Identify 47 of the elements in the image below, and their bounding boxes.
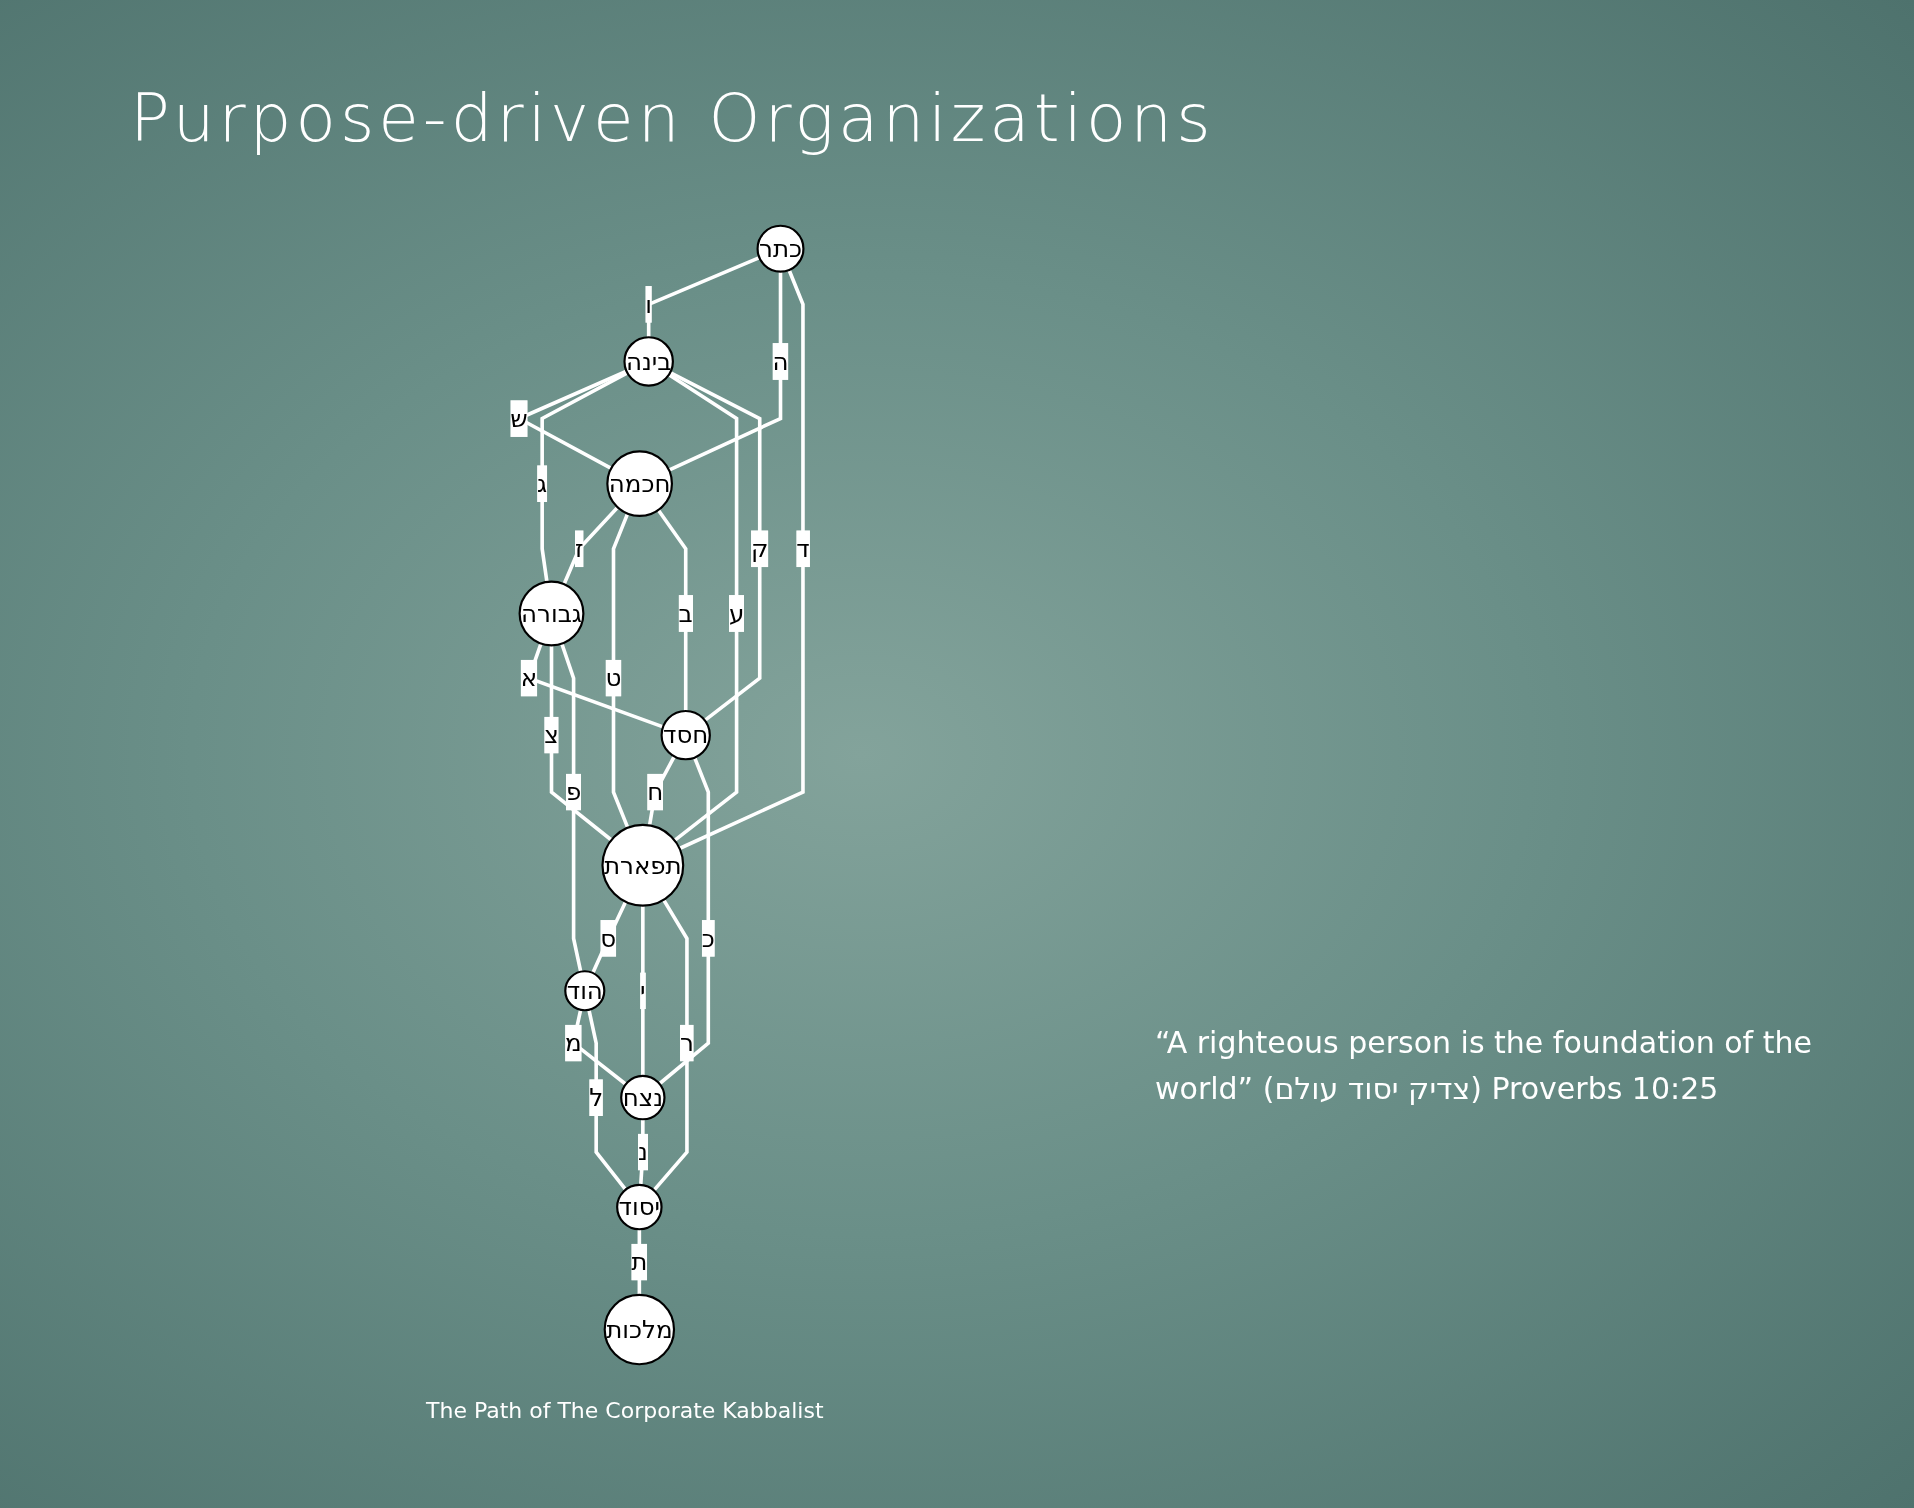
node-circle: תפארת xyxy=(601,823,685,907)
connector xyxy=(540,371,629,583)
node-circle: חסד xyxy=(660,709,711,761)
node-circle: כתר xyxy=(756,224,805,273)
connector xyxy=(658,756,711,1086)
edge-label: נ xyxy=(637,1137,648,1167)
connector xyxy=(611,512,630,829)
connector xyxy=(652,898,689,1192)
edge-label: א xyxy=(520,663,538,693)
edge-label: ג xyxy=(537,468,548,498)
quote-text: “A righteous person is the foundation of the world” (צדיק יסוד עולם) Proverbs 10:25 xyxy=(1155,1024,1813,1108)
caption: The Path of The Corporate Kabbalist xyxy=(426,1398,824,1423)
edge-label: ע xyxy=(728,598,745,628)
edge-label: פ xyxy=(565,777,582,807)
node-circle: גבורה xyxy=(518,580,585,647)
edge-label: ח xyxy=(647,777,664,807)
connector xyxy=(549,645,613,842)
edge-label: ל xyxy=(589,1082,604,1112)
connector xyxy=(668,373,739,842)
edge-label: ת xyxy=(631,1247,648,1277)
edge-label: ק xyxy=(751,533,769,563)
edge-label: ז xyxy=(574,533,584,563)
title: Purpose-driven Organizations xyxy=(130,80,1215,157)
edge-label: י xyxy=(640,975,646,1005)
node-circle: בינה xyxy=(623,336,674,387)
node-circle: יסוד xyxy=(616,1183,663,1231)
edge-label: ר xyxy=(680,1028,694,1058)
edge-label: ס xyxy=(600,923,617,953)
edge-label: מ xyxy=(565,1028,582,1058)
connector xyxy=(678,269,805,851)
edge-label: צ xyxy=(544,720,559,750)
connector xyxy=(591,901,628,974)
edge-label: כ xyxy=(701,923,715,953)
edge-label: ד xyxy=(796,533,810,563)
connector xyxy=(669,370,762,722)
node-circle: מלכות xyxy=(603,1293,676,1366)
node-circle: הוד xyxy=(564,970,606,1012)
edge-label: ה xyxy=(772,346,789,376)
node-circle: נצח xyxy=(620,1074,666,1121)
edge-label: ב xyxy=(678,598,693,628)
connector xyxy=(562,506,619,585)
node-circle: חכמה xyxy=(606,450,673,518)
edge-label: ש xyxy=(510,403,528,433)
connector xyxy=(587,1009,628,1191)
edge-label: ו xyxy=(645,289,653,319)
edge-label: ט xyxy=(605,663,622,693)
connector xyxy=(647,755,676,826)
